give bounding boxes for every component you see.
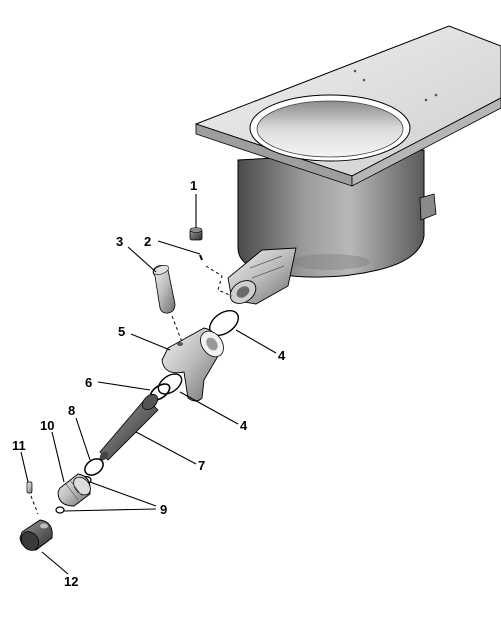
- callout-7: 7: [198, 458, 205, 473]
- assembly-line-3: [171, 315, 183, 343]
- part-10-fitting: [57, 473, 91, 507]
- leader-2: [157, 240, 201, 255]
- leader-11: [20, 451, 29, 483]
- leader-8: [75, 417, 91, 461]
- part-4-o-ring-lower: [157, 373, 183, 395]
- callout-4-upper: 4: [278, 348, 286, 363]
- assembly-line-2: [205, 265, 233, 297]
- callout-4-lower: 4: [240, 418, 248, 433]
- bowl-interior: [256, 100, 404, 158]
- part-2-pin: [199, 254, 203, 261]
- leader-5: [130, 333, 171, 351]
- leader-7: [135, 431, 197, 465]
- tank-housing: [194, 25, 501, 305]
- drain-outlet: [227, 247, 297, 305]
- assembly-line-11: [30, 495, 39, 515]
- leader-6: [97, 381, 151, 391]
- callout-2: 2: [144, 234, 151, 249]
- part-3-plug: [152, 265, 176, 314]
- callout-5: 5: [118, 324, 125, 339]
- part-12-cap: [19, 519, 53, 551]
- leader-lines: [20, 194, 277, 575]
- part-9-o-ring-b: [55, 506, 65, 514]
- callout-12: 12: [64, 574, 78, 589]
- leader-10: [51, 431, 65, 483]
- leader-4-lower: [179, 391, 239, 425]
- callout-10: 10: [40, 418, 54, 433]
- part-5-valve-body: [161, 327, 224, 402]
- callout-3: 3: [116, 234, 123, 249]
- side-fitting: [419, 193, 437, 221]
- part-1-set-screw: [189, 227, 203, 241]
- callout-6: 6: [85, 375, 92, 390]
- part-8-o-ring: [84, 458, 104, 476]
- leader-9-b: [63, 508, 157, 512]
- part-11-stud: [26, 481, 33, 494]
- plate-holes: [353, 69, 438, 102]
- leader-9-a: [89, 481, 157, 507]
- part-7-stem: [99, 393, 159, 461]
- callout-11: 11: [12, 438, 26, 453]
- leader-12: [41, 551, 69, 575]
- callout-1: 1: [190, 178, 197, 193]
- callout-8: 8: [68, 403, 75, 418]
- callout-labels: 1 2 3 4 5 6 4 7 8 9 10 11 12: [12, 178, 286, 589]
- leader-4-upper: [235, 329, 277, 354]
- leader-3: [127, 246, 157, 273]
- callout-9: 9: [160, 502, 167, 517]
